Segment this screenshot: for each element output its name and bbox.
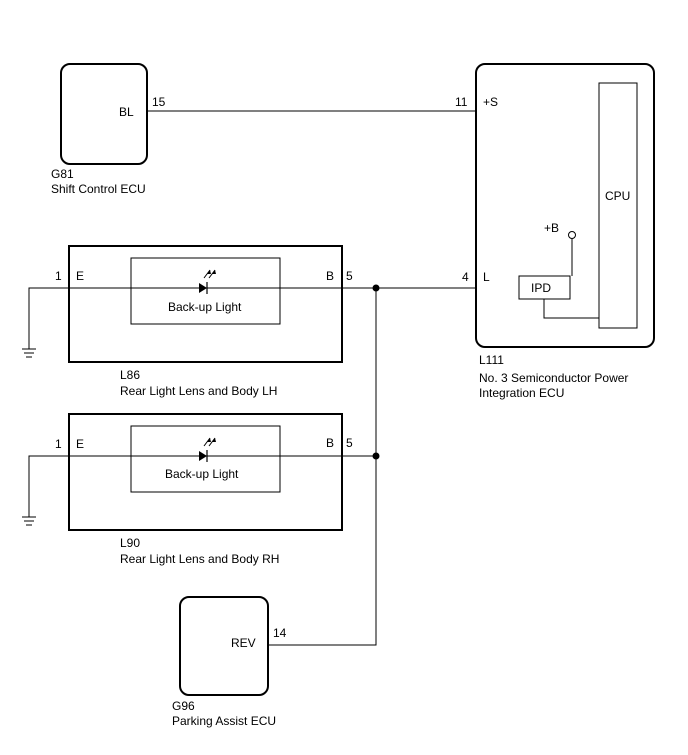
ipd-label: IPD [531,281,551,295]
plus-b-terminal-icon [568,231,576,239]
semiconductor-power-ecu: CPU IPD +B 11 +S 4 L L111 No. 3 Semicond… [455,63,655,400]
g81-code: G81 [51,167,74,181]
l111-name-line2: Integration ECU [479,386,564,400]
ground-icon [22,348,36,358]
junction-dot-upper [372,284,380,292]
led-icon [199,437,216,462]
l111-name-line1: No. 3 Semiconductor Power [479,371,628,385]
rear-light-rh: Back-up Light 1 E B 5 L90 Rear Light Len… [22,413,353,566]
l86-pin-e: 1 [55,269,62,283]
shift-control-ecu: BL 15 G81 Shift Control ECU [51,63,166,196]
backup-light-rh-label: Back-up Light [165,467,239,481]
l90-pin-b: 5 [346,436,353,450]
l111-label-s: +S [483,95,498,109]
parking-assist-ecu-box [179,596,269,696]
l90-code: L90 [120,536,140,550]
g96-name: Parking Assist ECU [172,714,276,728]
g81-pin-number: 15 [152,95,166,109]
backup-light-rh-box [130,425,281,493]
lh-ground-wire [28,287,69,349]
parking-assist-ecu: REV 14 G96 Parking Assist ECU [172,596,287,728]
l90-pin-e: 1 [55,437,62,451]
l111-label-l: L [483,270,490,284]
shift-control-ecu-box [60,63,148,165]
g81-name: Shift Control ECU [51,182,146,196]
l111-pin-l: 4 [462,270,469,284]
g96-code: G96 [172,699,195,713]
l111-pin-s: 11 [455,95,468,109]
l90-label-e: E [76,437,84,451]
l90-label-b: B [326,436,334,450]
ipd-to-cpu-line [543,299,599,319]
led-icon [199,269,216,294]
l86-code: L86 [120,368,140,382]
junction-dot-lower [372,452,380,460]
plus-b-label: +B [544,221,559,235]
wire-vertical-bus [268,288,377,646]
backup-light-lh-label: Back-up Light [168,300,242,314]
cpu-label: CPU [605,189,630,203]
l86-name: Rear Light Lens and Body LH [120,384,277,398]
cpu-block [598,82,638,329]
l90-name: Rear Light Lens and Body RH [120,552,279,566]
rear-light-lh: Back-up Light 1 E B 5 L86 Rear Light Len… [22,245,353,398]
g96-terminal-label: REV [231,636,256,650]
l111-code: L111 [479,353,504,367]
g81-terminal-label: BL [119,105,134,119]
l86-label-b: B [326,269,334,283]
backup-light-lh-box [130,257,281,325]
g96-pin-number: 14 [273,626,287,640]
ground-icon [22,516,36,526]
l86-label-e: E [76,269,84,283]
l86-pin-b: 5 [346,269,353,283]
rh-ground-wire [28,455,69,517]
